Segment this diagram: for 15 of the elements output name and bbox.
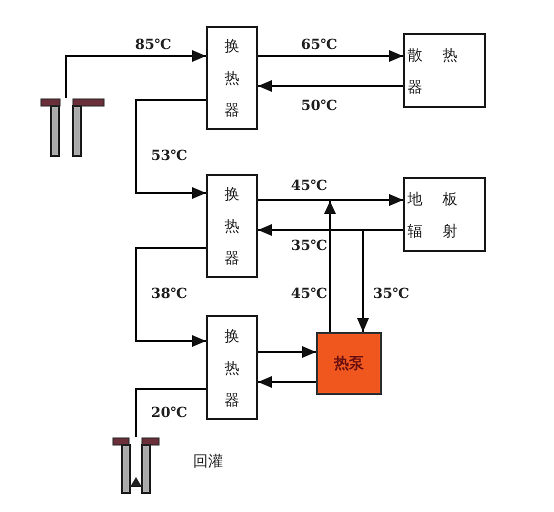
box-label: 换热器	[224, 184, 240, 269]
exchanger-box	[206, 174, 258, 278]
well-caption: 回灌	[192, 453, 224, 469]
box-label: 地板辐射	[408, 188, 478, 242]
well-drawing	[112, 437, 160, 495]
exchanger-box	[206, 315, 258, 420]
box-label: 散热器	[408, 44, 478, 98]
process-box	[403, 177, 486, 252]
box-label: 换热器	[224, 326, 240, 410]
heat-pump-box	[316, 332, 382, 395]
process-box	[403, 33, 486, 108]
exchanger-box	[206, 26, 258, 130]
well-drawing	[40, 98, 106, 158]
box-label: 换热器	[224, 36, 240, 121]
box-label: 热泵	[334, 354, 364, 373]
